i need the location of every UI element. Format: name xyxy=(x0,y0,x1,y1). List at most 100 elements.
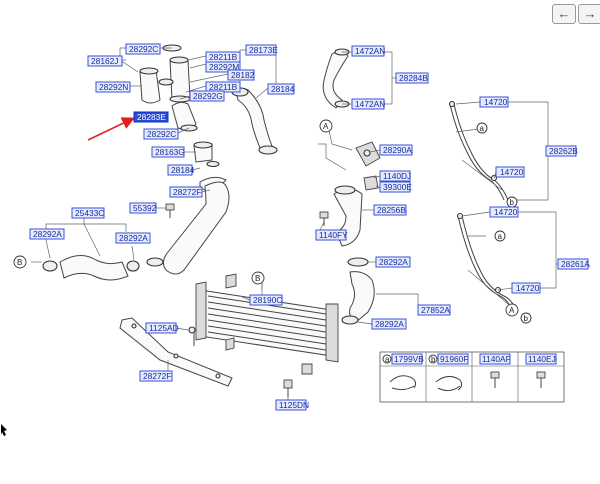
part-label-28211b-a-text: 28211B xyxy=(209,52,238,62)
legend-letter-a: a xyxy=(382,354,392,364)
callout-small-b-1: b xyxy=(506,196,518,208)
forward-button[interactable]: → xyxy=(578,4,600,24)
part-label-1125dn-text: 1125DN xyxy=(279,400,309,410)
part-label-28211b-a[interactable]: 28211B xyxy=(205,51,241,63)
part-label-55392[interactable]: 55392 xyxy=(129,202,157,214)
part-label-28211b-b-text: 28211B xyxy=(209,82,238,92)
legend-code-1140af[interactable]: 1140AF xyxy=(479,353,511,365)
part-label-28163g[interactable]: 28163G xyxy=(151,146,185,158)
part-label-28284b-text: 28284B xyxy=(399,73,428,83)
part-label-14720-d[interactable]: 14720 xyxy=(511,282,541,294)
part-label-28292a-d[interactable]: 28292A xyxy=(371,318,407,330)
part-label-14720-a[interactable]: 14720 xyxy=(479,96,509,108)
part-label-14720-c[interactable]: 14720 xyxy=(489,206,519,218)
part-label-27852a-text: 27852A xyxy=(421,305,450,315)
part-label-28190c-text: 28190C xyxy=(253,295,282,305)
part-label-14720-d-text: 14720 xyxy=(516,283,540,293)
part-label-28184-a-text: 28184 xyxy=(171,165,195,175)
callout-a-1: A xyxy=(319,119,333,133)
part-label-28190c[interactable]: 28190C xyxy=(249,294,283,306)
callout-small-a-1: a xyxy=(476,122,488,134)
legend-code-1140ej[interactable]: 1140EJ xyxy=(525,353,557,365)
part-label-28162j[interactable]: 28162J xyxy=(87,55,123,67)
callout-small-a-2: a xyxy=(494,230,506,242)
part-label-27852a[interactable]: 27852A xyxy=(417,304,451,316)
part-label-28182[interactable]: 28182 xyxy=(227,69,255,81)
part-label-14720-b[interactable]: 14720 xyxy=(495,166,525,178)
legend-letter-b: b xyxy=(428,354,438,364)
part-label-1472an-a-text: 1472AN xyxy=(355,46,385,56)
legend-code-1140af-text: 1140AF xyxy=(482,354,511,364)
part-label-28272f-b[interactable]: 28272F xyxy=(139,370,173,382)
part-label-28262b[interactable]: 28262B xyxy=(545,145,578,157)
part-label-28162j-text: 28162J xyxy=(91,56,118,66)
part-label-39300e[interactable]: 39300E xyxy=(379,181,412,193)
part-label-28272f-text: 28272F xyxy=(173,187,201,197)
part-label-25433c[interactable]: 25433C xyxy=(71,207,105,219)
part-label-28292c-a-text: 28292C xyxy=(129,44,158,54)
part-label-28272f-b-text: 28272F xyxy=(143,371,171,381)
part-label-28292c-b[interactable]: 28292C xyxy=(143,128,179,140)
part-label-28292a-a-text: 28292A xyxy=(33,229,62,239)
cursor-icon xyxy=(1,424,7,436)
throttle-elbow xyxy=(333,141,381,267)
part-label-28256b[interactable]: 28256B xyxy=(373,204,407,216)
part-label-28184-a[interactable]: 28184 xyxy=(167,164,195,176)
part-label-28292n-text: 28292N xyxy=(99,82,128,92)
part-label-28272f[interactable]: 28272F xyxy=(169,186,203,198)
part-label-39300e-text: 39300E xyxy=(383,182,412,192)
part-label-1472an-b[interactable]: 1472AN xyxy=(351,98,385,110)
legend-letter-a-text: a xyxy=(385,355,390,364)
part-label-1140fy-text: 1140FY xyxy=(319,230,348,240)
part-label-1140dj[interactable]: 1140DJ xyxy=(379,170,411,182)
part-label-28292n[interactable]: 28292N xyxy=(95,81,131,93)
legend-clip-a-icon xyxy=(389,375,417,391)
part-label-28182-text: 28182 xyxy=(231,70,255,80)
upper-middle-hose xyxy=(231,87,278,155)
part-label-28292m[interactable]: 28292M xyxy=(205,61,241,73)
bolt-1125dn xyxy=(283,379,293,398)
part-label-25433c-text: 25433C xyxy=(75,208,104,218)
back-button[interactable]: ← xyxy=(552,4,576,24)
hardware-legend-table: a 1799VB b 91960F 1140AF 1140EJ xyxy=(379,351,565,403)
part-label-28292g-text: 28292G xyxy=(193,91,223,101)
callout-small-b-1-text: b xyxy=(510,198,515,207)
legend-code-91960f-text: 91960F xyxy=(440,354,468,364)
part-label-55392-text: 55392 xyxy=(133,203,157,213)
part-label-28292a-a[interactable]: 28292A xyxy=(29,228,65,240)
part-label-28173e[interactable]: 28173E xyxy=(245,44,278,56)
part-label-28292a-b-text: 28292A xyxy=(119,233,148,243)
part-label-28184-b-text: 28184 xyxy=(271,84,295,94)
part-label-28283e-text: 28283E xyxy=(137,112,166,122)
callout-b-2: B xyxy=(13,255,27,269)
part-label-28292a-c[interactable]: 28292A xyxy=(375,256,411,268)
part-label-1125dn[interactable]: 1125DN xyxy=(275,399,309,411)
part-label-1472an-b-text: 1472AN xyxy=(355,99,385,109)
callout-b-1: B xyxy=(251,271,265,285)
vacuum-lines xyxy=(448,100,517,311)
air-guide-bracket xyxy=(119,317,233,387)
legend-code-91960f[interactable]: 91960F xyxy=(437,353,469,365)
part-label-28292a-b[interactable]: 28292A xyxy=(115,232,151,244)
part-label-1472an-a[interactable]: 1472AN xyxy=(351,45,385,57)
part-label-28290a-text: 28290A xyxy=(383,145,412,155)
legend-code-1799vb[interactable]: 1799VB xyxy=(391,353,424,365)
callout-b-2-text: B xyxy=(17,258,22,267)
part-label-28292c-b-text: 28292C xyxy=(147,129,176,139)
part-label-28292a-c-text: 28292A xyxy=(379,257,408,267)
part-label-28184-b[interactable]: 28184 xyxy=(267,83,295,95)
part-label-28290a[interactable]: 28290A xyxy=(379,144,413,156)
part-label-14720-a-text: 14720 xyxy=(484,97,508,107)
part-label-1125ad[interactable]: 1125AD xyxy=(145,322,179,334)
part-label-28261a[interactable]: 28261A xyxy=(557,258,590,270)
part-label-28284b[interactable]: 28284B xyxy=(395,72,429,84)
part-label-1140fy[interactable]: 1140FY xyxy=(315,229,348,241)
selection-arrow xyxy=(87,117,135,141)
part-label-28292a-d-text: 28292A xyxy=(375,319,404,329)
part-label-28283e-selected[interactable]: 28283E xyxy=(133,111,169,123)
part-label-28292g[interactable]: 28292G xyxy=(189,90,225,102)
part-label-28292c-a[interactable]: 28292C xyxy=(125,43,161,55)
part-label-28262b-text: 28262B xyxy=(549,146,578,156)
callout-a-2-text: A xyxy=(509,306,515,315)
